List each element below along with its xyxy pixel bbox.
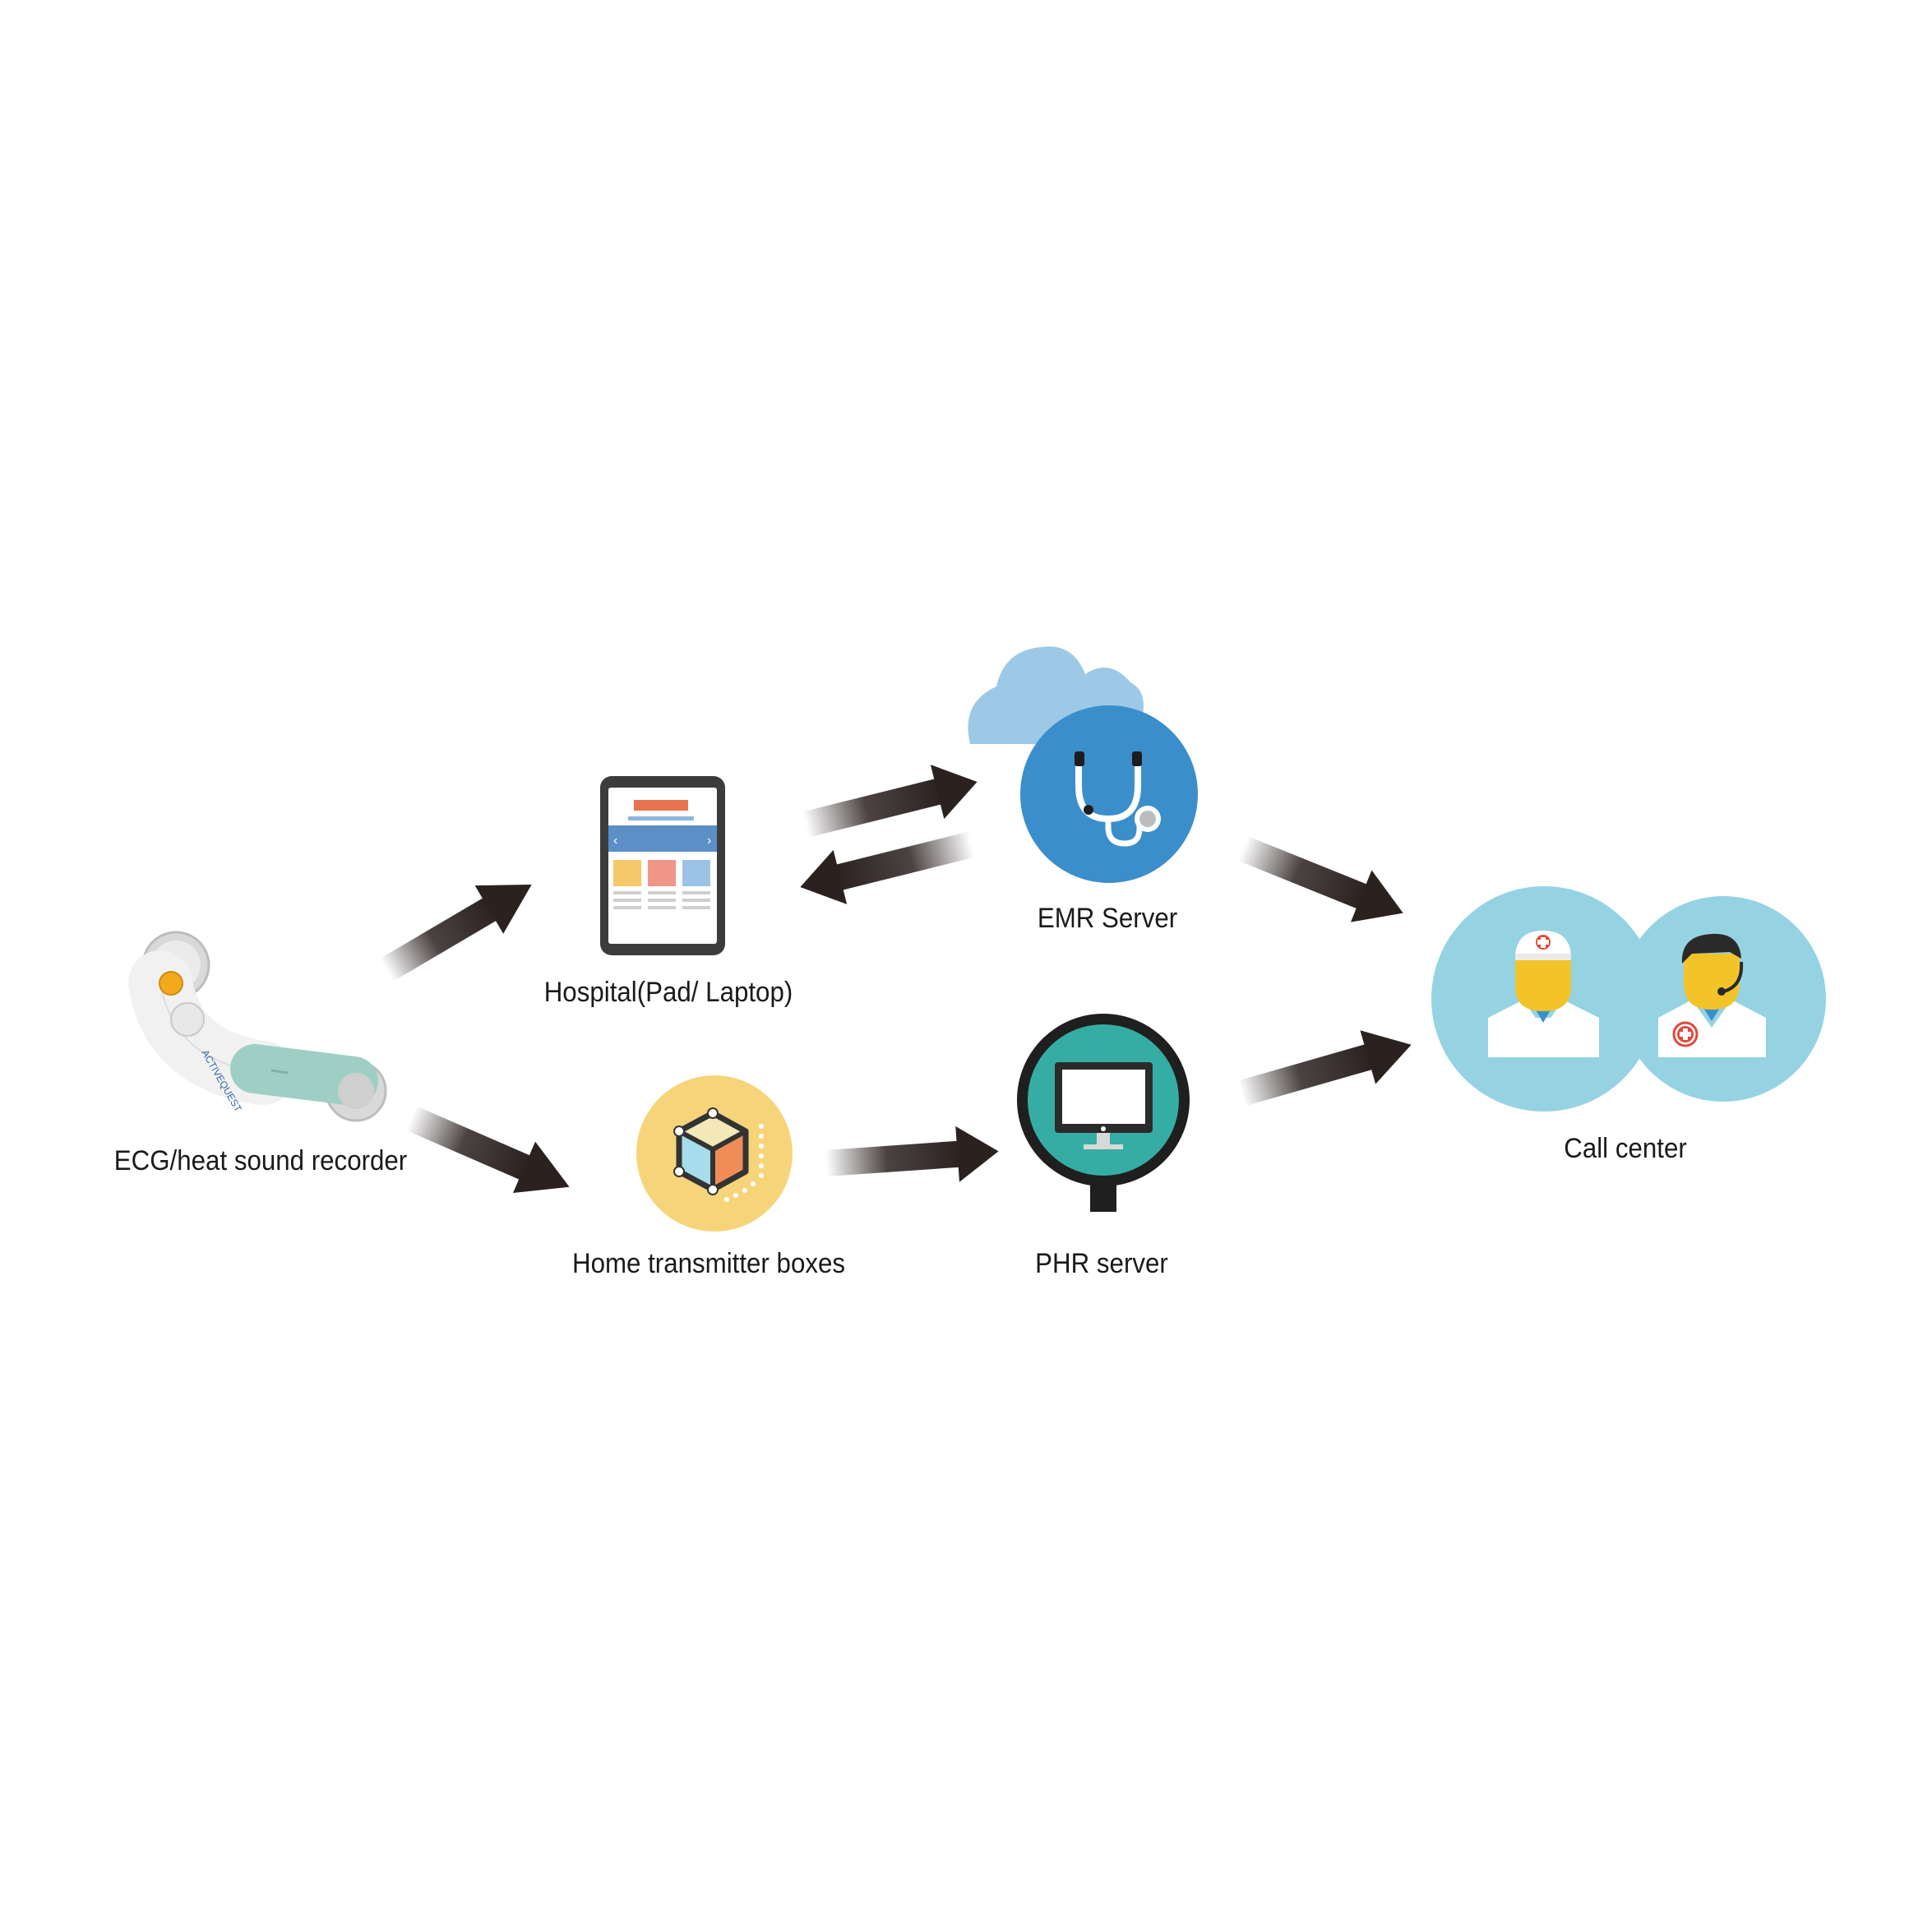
- arrow-emr-to-hospital: [800, 831, 975, 904]
- monitor-icon: [1017, 1014, 1190, 1212]
- arrow-emr-to-callcenter: [1238, 836, 1403, 922]
- doctor-right-icon: [1658, 933, 1766, 1057]
- arrow-phr-to-callcenter: [1237, 1030, 1412, 1107]
- tablet-icon: ‹ ›: [600, 776, 725, 955]
- arrow-recorder-to-hospital: [379, 884, 532, 982]
- svg-text:‹: ‹: [613, 834, 617, 848]
- node-label-hospital: Hospital(Pad/ Laptop): [543, 977, 793, 1008]
- doctors-icon: [1431, 886, 1826, 1112]
- doctor-left-icon: [1488, 931, 1599, 1057]
- svg-text:›: ›: [707, 834, 711, 848]
- cube-icon: [636, 1075, 793, 1232]
- node-label-recorder: ECG/heat sound recorder: [113, 1145, 408, 1176]
- node-label-home: Home transmitter boxes: [571, 1248, 846, 1279]
- arrow-hospital-to-emr: [802, 765, 978, 838]
- node-label-phr: PHR server: [1035, 1248, 1168, 1279]
- node-label-emr: EMR Server: [1037, 903, 1178, 934]
- stethoscope-icon: [1020, 705, 1198, 883]
- node-label-callcenter: Call center: [1564, 1133, 1687, 1164]
- arrow-home-to-phr: [825, 1125, 999, 1182]
- arrow-recorder-to-home: [405, 1106, 570, 1193]
- ecg-recorder-icon: ACTIVEQUEST: [128, 931, 387, 1122]
